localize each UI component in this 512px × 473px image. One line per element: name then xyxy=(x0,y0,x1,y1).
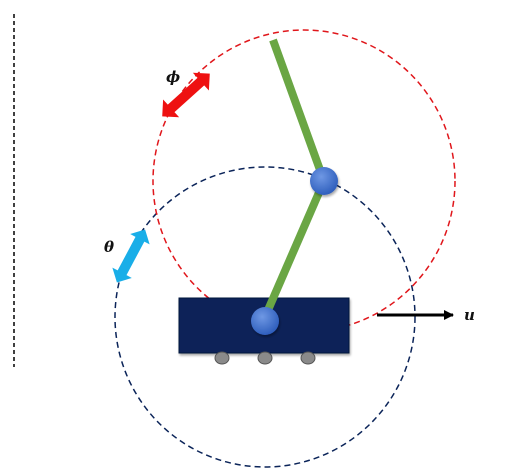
middle-joint-icon xyxy=(310,167,338,195)
wheel-icon xyxy=(300,351,316,365)
cart-joint-icon xyxy=(251,307,279,335)
phi-rotation-arrow-icon xyxy=(162,72,210,118)
wheel-icon xyxy=(257,351,273,365)
lower-pole xyxy=(261,179,328,319)
phi-label: ϕ xyxy=(166,68,180,86)
theta-rotation-arrow-icon xyxy=(112,229,150,283)
wheel-icon xyxy=(214,351,230,365)
theta-swing-circle xyxy=(114,166,416,468)
theta-label: θ xyxy=(104,238,114,256)
phi-swing-circle xyxy=(152,29,456,333)
force-u-label: u xyxy=(464,306,475,324)
upper-pole xyxy=(269,38,328,183)
